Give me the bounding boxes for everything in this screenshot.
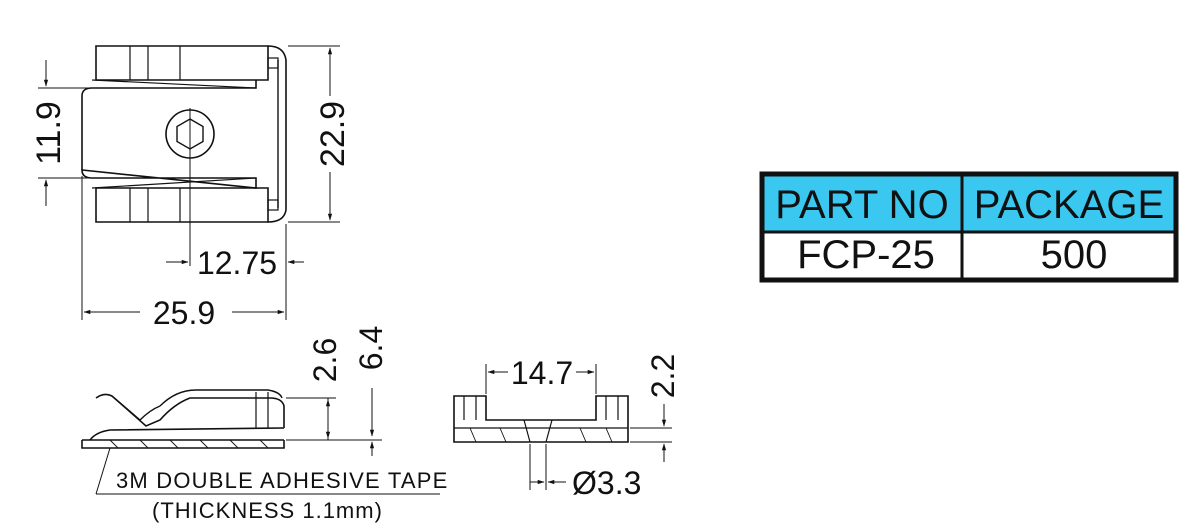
label-total-height: 6.4 [353, 326, 389, 370]
tape-note: 3M DOUBLE ADHESIVE TAPE [116, 468, 448, 493]
dim-total-height: 6.4 [353, 326, 389, 456]
label-height-right: 22.9 [314, 101, 352, 167]
table-header-package: PACKAGE [974, 183, 1164, 227]
dim-height-left: 11.9 [30, 60, 90, 206]
dim-overall-width: 25.9 [81, 176, 285, 331]
table-header-part-no: PART NO [775, 183, 948, 227]
dim-hole-offset: 12.75 [166, 224, 304, 320]
part-table: PART NO PACKAGE FCP-25 500 [759, 171, 1179, 283]
dim-height-right: 22.9 [288, 45, 352, 223]
side-view [81, 389, 440, 495]
thickness-note: (THICKNESS 1.1mm) [152, 498, 383, 523]
front-view [453, 395, 629, 443]
dim-inner-width: 14.7 [485, 355, 597, 394]
dim-hole-diameter: Ø3.3 [529, 444, 641, 501]
table-cell-package: 500 [1041, 233, 1108, 277]
dim-base-height: 2.2 [630, 354, 681, 462]
label-hole-offset: 12.75 [197, 245, 277, 281]
table-cell-part-no: FCP-25 [797, 233, 935, 277]
label-overall-width: 25.9 [153, 295, 215, 331]
label-hole-diameter: Ø3.3 [572, 465, 641, 501]
dim-clip-height: 2.6 [286, 338, 382, 441]
label-base-height: 2.2 [645, 354, 681, 398]
top-view [81, 45, 287, 266]
label-clip-height: 2.6 [307, 338, 343, 382]
label-height-left: 11.9 [30, 101, 68, 165]
label-inner-width: 14.7 [511, 355, 573, 391]
